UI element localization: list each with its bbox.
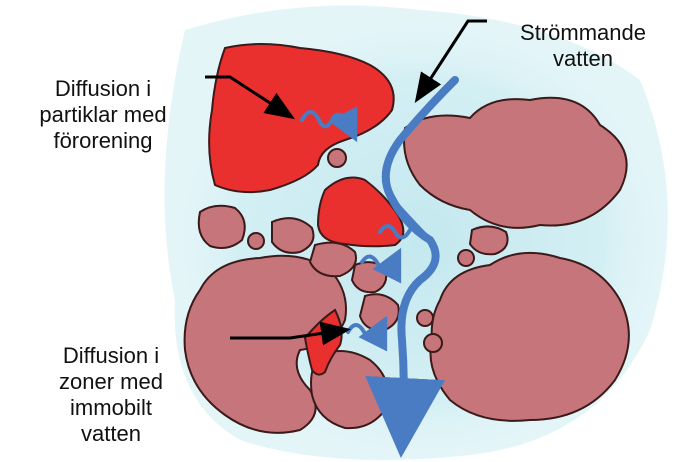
label-diffusion-zones-line-3: immobilt: [26, 395, 196, 421]
label-diffusion-zones-line-4: vatten: [26, 421, 196, 447]
grain-pebble-3: [458, 250, 474, 266]
grain-left-small: [199, 206, 245, 248]
label-diffusion-zones: Diffusion i zoner med immobilt vatten: [26, 343, 196, 447]
grain-pebble-2: [248, 233, 264, 249]
label-flowing-water-line-1: Strömmande: [498, 20, 668, 46]
grain-left-mid: [272, 218, 314, 253]
grain-pebble-4: [417, 310, 433, 326]
grain-right-lower: [430, 253, 628, 421]
label-diffusion-zones-line-1: Diffusion i: [26, 343, 196, 369]
grain-pebble-1: [328, 149, 346, 167]
grain-mid-3: [360, 294, 399, 330]
label-flowing-water-line-2: vatten: [498, 46, 668, 72]
grain-pebble-5: [424, 334, 442, 352]
label-diffusion-particles: Diffusion i partiklar med förorening: [18, 76, 188, 154]
label-diffusion-particles-line-1: Diffusion i: [18, 76, 188, 102]
label-flowing-water: Strömmande vatten: [498, 20, 668, 72]
label-diffusion-particles-line-2: partiklar med: [18, 102, 188, 128]
grain-right-small: [470, 226, 508, 254]
grain-mid-1: [310, 243, 356, 277]
label-diffusion-particles-line-3: förorening: [18, 128, 188, 154]
label-diffusion-zones-line-2: zoner med: [26, 369, 196, 395]
